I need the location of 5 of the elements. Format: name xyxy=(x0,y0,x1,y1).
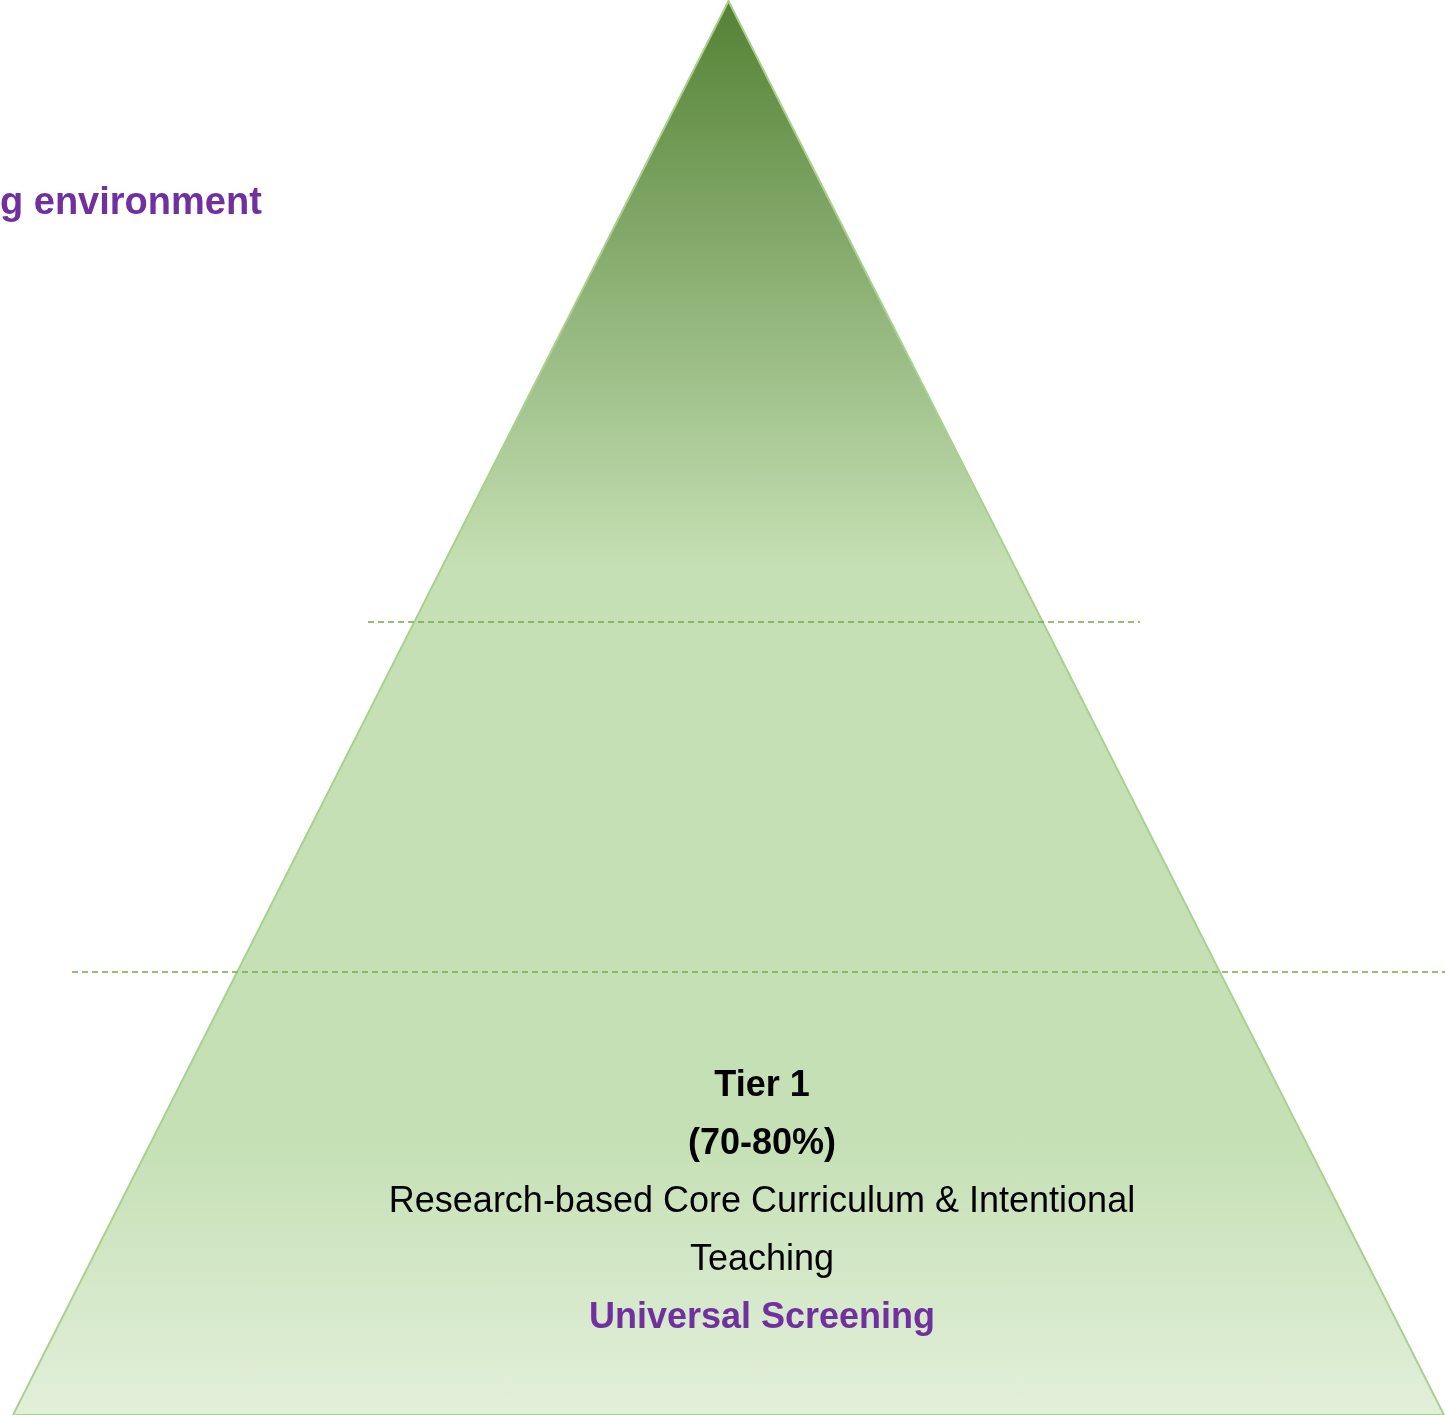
heading-fragment: g environment xyxy=(0,180,262,223)
percentage-text: (70-80%) xyxy=(686,1120,838,1164)
screening-text: Universal Screening xyxy=(587,1294,937,1338)
tier-heading: Tier 1 xyxy=(713,1062,811,1106)
tier-description: Research-based Core Curriculum & Intentional Teaching xyxy=(387,1178,1137,1280)
